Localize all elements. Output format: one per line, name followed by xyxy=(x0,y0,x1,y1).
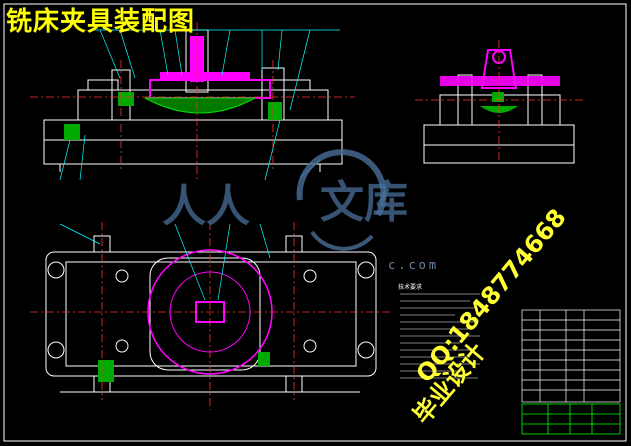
notes-heading: 技术要求 xyxy=(398,284,423,291)
workpiece-outline xyxy=(149,79,271,99)
title-block xyxy=(521,403,621,435)
hatched-bolt-right xyxy=(268,102,282,120)
plan-outline xyxy=(45,251,377,377)
drawing-title: 铣床夹具装配图 xyxy=(6,7,196,37)
plan-centerlines xyxy=(30,222,390,410)
watermark-logo xyxy=(296,149,387,251)
lug xyxy=(480,49,518,89)
front-centerlines xyxy=(30,22,355,180)
watermark-text-1: 人人 xyxy=(162,181,250,232)
drawing-border xyxy=(3,3,627,442)
fixture-base xyxy=(43,119,343,165)
plan-view xyxy=(45,235,377,393)
plan-parts xyxy=(98,249,273,382)
watermark-latin: c.com xyxy=(388,258,440,272)
front-view-parts xyxy=(64,36,282,140)
parts-list xyxy=(521,309,621,403)
plan-leaders xyxy=(59,223,271,301)
hatched-bolt-left xyxy=(64,124,80,140)
workpiece-top xyxy=(160,72,250,80)
side-centerlines xyxy=(415,40,585,160)
hatched-section xyxy=(144,97,256,114)
side-view-parts xyxy=(440,49,560,113)
technical-notes-lines xyxy=(400,293,480,379)
watermark-text-2: 文库 xyxy=(320,177,408,228)
fixture-body xyxy=(77,89,329,121)
